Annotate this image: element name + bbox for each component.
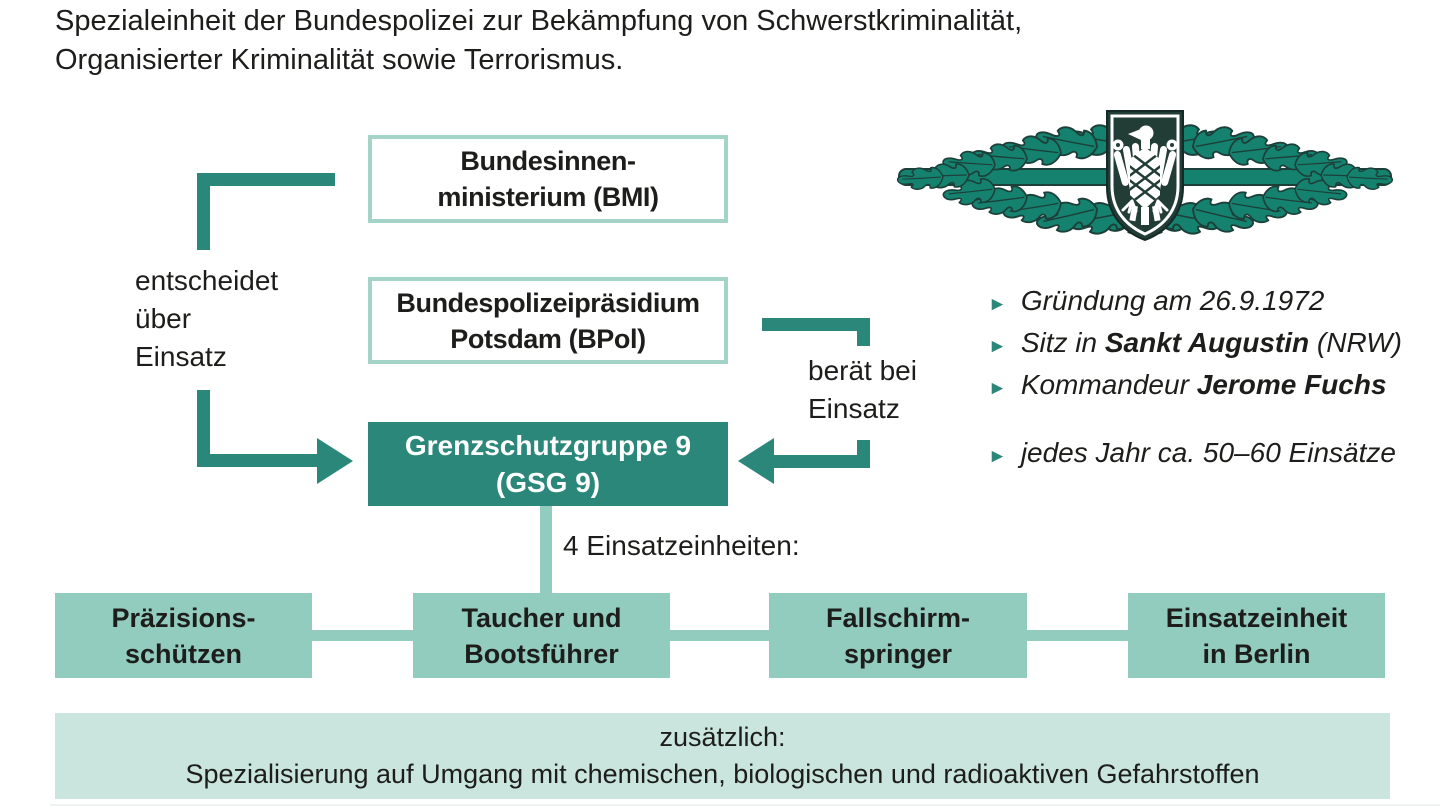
bottom-hairline [50, 804, 1440, 806]
units-caption: 4 Einsatzeinheiten: [563, 530, 800, 561]
gsg9-units-connector [540, 506, 552, 593]
federal-eagle-icon [1112, 125, 1178, 225]
fact-seat: ► Sitz in Sankt Augustin (NRW) [988, 324, 1402, 366]
facts-list: ► Gründung am 26.9.1972 ► Sitz in Sankt … [988, 282, 1402, 476]
fact-commander-bold: Jerome Fuchs [1196, 369, 1387, 400]
unit-box-praezisionsschuetzen: Präzisions- schützen [55, 593, 312, 678]
left-arrow-bottom-segment [197, 454, 319, 467]
right-arrow-label: berät bei Einsatz [808, 355, 917, 424]
bullet-triangle-icon: ► [988, 446, 1007, 467]
fact-commander-text: Kommandeur Jerome Fuchs [1021, 366, 1387, 404]
right-arrow-bottom-segment [774, 455, 870, 468]
bullet-triangle-icon: ► [988, 294, 1007, 315]
unit-box-fallschirmspringer: Fallschirm- springer [769, 593, 1027, 678]
fact-missions-text: jedes Jahr ca. 50–60 Einsätze [1020, 437, 1396, 468]
fact-seat-text: Sitz in Sankt Augustin (NRW) [1021, 324, 1402, 362]
additional-info-box: zusätzlich: Spezialisierung auf Umgang m… [55, 713, 1390, 799]
bmi-box: Bundesinnen- ministerium (BMI) [368, 135, 728, 223]
left-arrow-upper-vertical [197, 173, 210, 250]
left-pointing-arrowhead-icon [738, 438, 774, 484]
unit-connector [310, 630, 415, 641]
fact-seat-suffix: (NRW) [1309, 327, 1402, 358]
oak-wreath-eagle-emblem-icon [885, 110, 1405, 242]
additional-text: Spezialisierung auf Umgang mit chemische… [185, 759, 1260, 789]
right-arrow-upper-vertical [857, 318, 870, 346]
bullet-triangle-icon: ► [988, 378, 1007, 399]
fact-missions: ► jedes Jahr ca. 50–60 Einsätze [988, 434, 1402, 476]
left-arrow-top-segment [197, 173, 335, 186]
unit-box-einsatzeinheit-berlin: Einsatzeinheit in Berlin [1128, 593, 1385, 678]
left-arrow-label: entscheidet über Einsatz [135, 265, 279, 372]
right-pointing-arrowhead-icon [317, 438, 353, 484]
gsg9-box: Grenzschutzgruppe 9 (GSG 9) [368, 422, 728, 506]
left-arrow-lower-vertical [197, 390, 210, 467]
eagle-shield [1106, 110, 1184, 242]
unit-connector [668, 630, 771, 641]
fact-founding-text: Gründung am 26.9.1972 [1020, 285, 1325, 316]
bullet-triangle-icon: ► [988, 336, 1007, 357]
gsg9-badge [885, 103, 1405, 253]
unit-box-taucher-bootsfuehrer: Taucher und Bootsführer [413, 593, 670, 678]
fact-commander-prefix: Kommandeur [1020, 369, 1197, 400]
right-arrow-top-segment [762, 318, 870, 331]
bpol-box: Bundespolizeipräsidium Potsdam (BPol) [368, 277, 728, 364]
intro-text: Spezialeinheit der Bundespolizei zur Bek… [55, 5, 1023, 76]
fact-commander: ► Kommandeur Jerome Fuchs [988, 366, 1402, 408]
fact-seat-bold: Sankt Augustin [1104, 327, 1310, 358]
additional-title: zusätzlich: [659, 722, 786, 752]
fact-seat-prefix: Sitz in [1020, 327, 1105, 358]
fact-founding: ► Gründung am 26.9.1972 [988, 282, 1402, 324]
unit-connector [1025, 630, 1130, 641]
